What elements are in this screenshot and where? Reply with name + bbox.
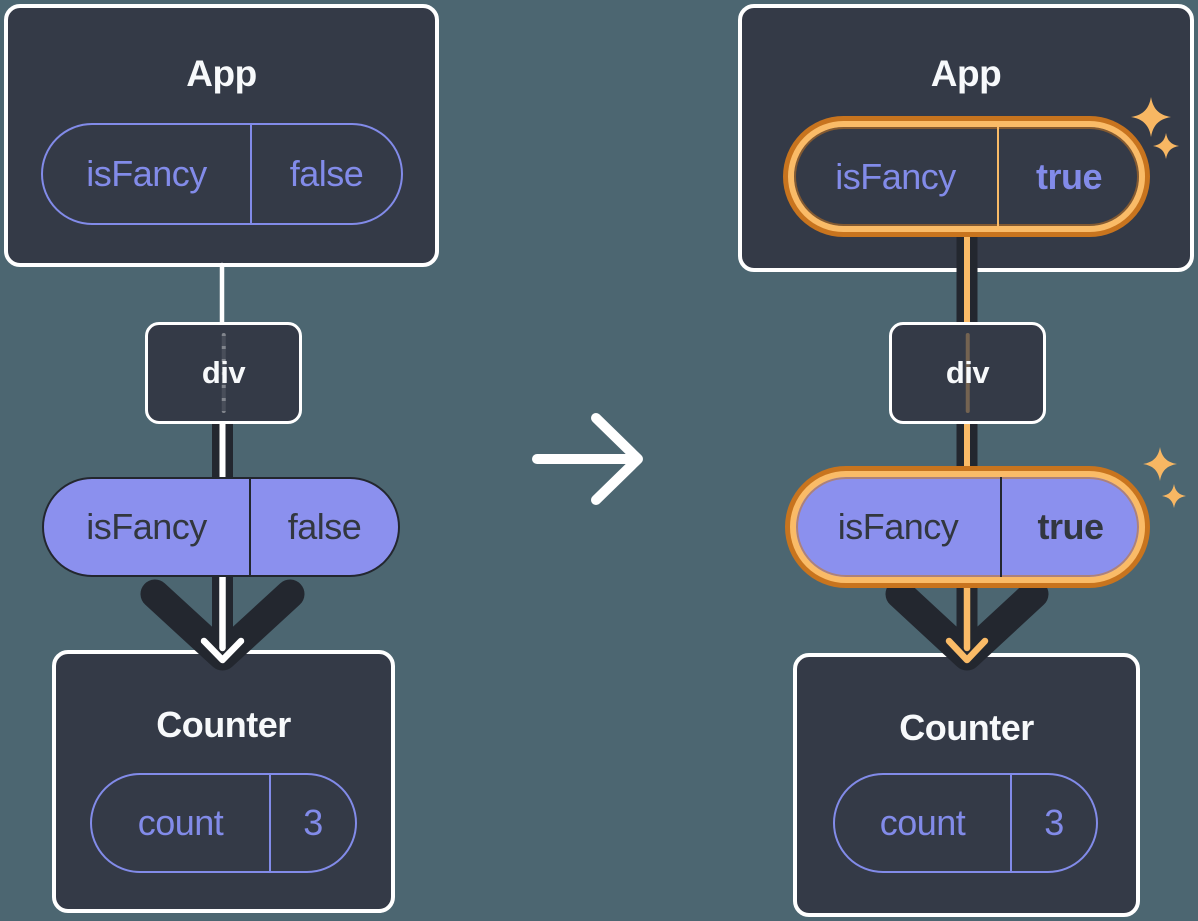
prop-passthrough-line-after — [965, 333, 970, 413]
div-element-label-after: div — [945, 355, 990, 390]
counter-component-title-before: Counter — [156, 704, 291, 745]
sparkle-icon — [1162, 484, 1186, 508]
app-component-title-after: App — [930, 53, 1002, 94]
passed-prop-pill-before: isFancy false — [42, 477, 400, 577]
prop-name-cell: isFancy — [835, 155, 956, 197]
sparkle-icon — [1131, 97, 1171, 137]
app-prop-pill-before: isFancy false — [41, 123, 403, 225]
prop-name-cell: isFancy — [837, 506, 959, 547]
state-name-cell: count — [879, 802, 966, 843]
prop-value-cell: false — [249, 479, 398, 575]
div-element-label-before: div — [201, 355, 246, 390]
prop-name-cell: isFancy — [86, 153, 207, 194]
counter-state-pill-after: count 3 — [833, 773, 1098, 873]
prop-value-cell: false — [250, 125, 401, 223]
prop-value-cell: true — [997, 127, 1139, 226]
counter-state-pill-before: count 3 — [90, 773, 357, 873]
app-prop-pill-after-highlighted: isFancy true — [788, 121, 1145, 232]
prop-flow-core-arrowhead-after — [945, 637, 989, 664]
sparkle-icon — [1143, 447, 1177, 481]
div-element-box-before: div — [145, 322, 302, 424]
passed-prop-pill-after-highlighted: isFancy true — [790, 471, 1145, 583]
prop-value-cell: true — [1000, 477, 1139, 577]
prop-flow-core-arrowhead-before — [200, 637, 245, 664]
app-component-title-before: App — [186, 53, 257, 94]
state-name-cell: count — [137, 802, 224, 843]
counter-component-title-after: Counter — [899, 707, 1034, 748]
div-element-box-after: div — [889, 322, 1046, 424]
sparkle-icon — [1153, 133, 1179, 159]
prop-passthrough-line-before — [221, 333, 226, 413]
transition-arrowhead-icon — [591, 413, 643, 505]
prop-name-cell: isFancy — [86, 506, 207, 547]
state-value-cell: 3 — [269, 775, 355, 871]
state-value-cell: 3 — [1010, 775, 1096, 871]
